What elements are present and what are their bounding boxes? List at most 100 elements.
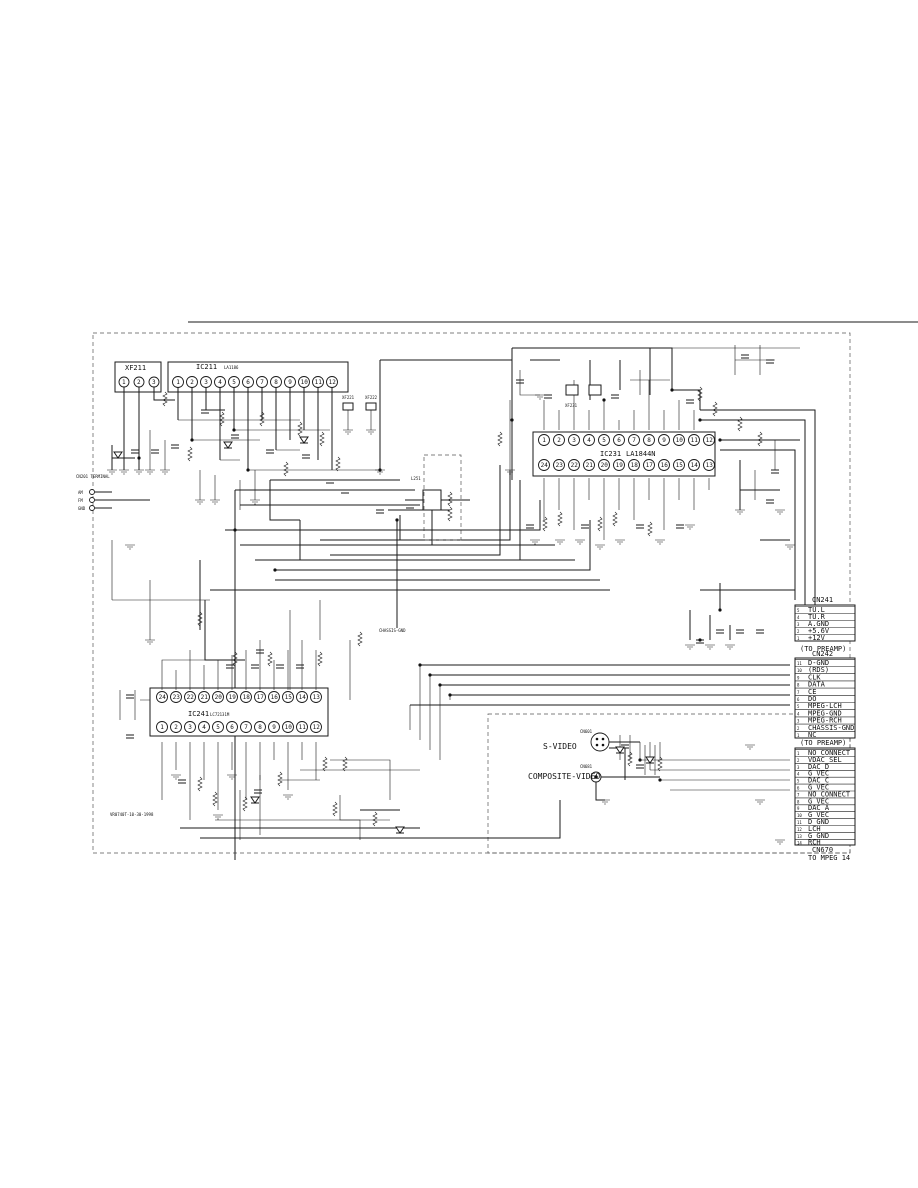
svideo-ref: CN601: [580, 729, 593, 734]
ic-pin-number: 3: [188, 724, 192, 731]
cn242-pin-name: CHASSIS-GND: [808, 724, 854, 732]
ic-pin-number: 22: [571, 462, 579, 469]
resistor: [557, 511, 563, 527]
xf221-label: XF221: [342, 395, 355, 400]
cn241-footer: (TO PREAMP): [800, 645, 846, 653]
junction-dot: [438, 683, 442, 687]
cn670-pin-name: LCH: [808, 825, 821, 833]
cn242-pin-number: 4: [797, 711, 800, 716]
ic-pin-number: 2: [557, 437, 561, 444]
ground-symbol: [145, 639, 155, 645]
ic-pin-number: 11: [299, 724, 307, 731]
ic-pin: [198, 691, 210, 703]
ic-pin: [583, 459, 595, 471]
svg-text:3: 3: [152, 379, 156, 386]
resistor: [332, 801, 338, 817]
ground-symbol: [575, 539, 585, 545]
junction-dot: [718, 438, 722, 442]
cn670-pin-name: NO_CONNECT: [808, 790, 851, 798]
ground-symbol: [775, 839, 785, 845]
ic-pin-number: 17: [257, 694, 265, 701]
junction-dot: [718, 608, 722, 612]
xf231-label: XF231: [565, 403, 578, 408]
ic211-wiring: XF221 XF222: [111, 359, 521, 860]
board-outline: [92, 332, 851, 854]
ic-pin: [226, 721, 238, 733]
ic-pin: [268, 691, 280, 703]
ic-pin-number: 5: [602, 437, 606, 444]
cn242-pin-number: 6: [797, 697, 800, 702]
ic-pin: [254, 721, 266, 733]
antenna-pin-am: AM: [78, 490, 83, 495]
xf222-label: XF222: [365, 395, 378, 400]
svg-text:2: 2: [137, 379, 141, 386]
ground-symbol: [595, 544, 605, 550]
cn242-pin-name: DATA: [808, 681, 826, 689]
ic-pin-number: 9: [272, 724, 276, 731]
ic-pin: [673, 434, 685, 446]
ic-pin-number: 13: [706, 462, 714, 469]
passive-components: [107, 354, 795, 845]
ic-pin-number: 18: [631, 462, 639, 469]
cn241-pin-name: +12V: [808, 634, 826, 642]
cn242-title: CN242: [812, 650, 833, 658]
diode: [615, 746, 625, 754]
junction-dot: [448, 693, 452, 697]
ic-pin-number: 16: [661, 462, 669, 469]
junction-dot: [190, 438, 194, 442]
ic-pin-number: 17: [646, 462, 654, 469]
cn670-pin-name: G_GND: [808, 832, 829, 840]
ic-pin-number: 1: [160, 724, 164, 731]
ground-symbol: [745, 744, 755, 750]
ic-pin-number: 24: [541, 462, 549, 469]
ic-pin-number: 24: [159, 694, 167, 701]
cn242-pin-name: MPEG-LCH: [808, 702, 842, 710]
cn242-pin-number: 3: [797, 719, 800, 724]
ground-symbol: [210, 499, 220, 505]
cn670-pin-name: D_GND: [808, 818, 829, 826]
junction-dot: [378, 468, 382, 472]
ic-pin-number: 10: [301, 379, 309, 386]
ic241-part: LC72131M: [210, 712, 230, 717]
cn241-pin-name: TU.R: [808, 613, 826, 621]
cn670-pin-number: 10: [797, 813, 802, 818]
cn242-pin-number: 1: [797, 733, 800, 738]
ground-symbol: [134, 469, 144, 475]
ic-pin-number: 15: [676, 462, 684, 469]
revision-note: VR0740T-10-30-1998: [110, 812, 154, 817]
ic-pin: [613, 459, 625, 471]
ic-pin-number: 12: [329, 379, 337, 386]
resistor: [187, 446, 193, 462]
ic211-part: LA1186: [224, 365, 239, 370]
ic-pin-number: 3: [572, 437, 576, 444]
ic211-label: IC211: [196, 363, 217, 371]
ic-pin-number: 9: [288, 379, 292, 386]
resistor: [283, 461, 289, 477]
ic-pin: [254, 691, 266, 703]
cn241-pin-name: A.GND: [808, 620, 829, 628]
diode: [250, 796, 260, 804]
ic-pin-number: 23: [556, 462, 564, 469]
l251-label: L251: [411, 476, 421, 481]
ic-pin: [658, 459, 670, 471]
bus-wiring: [111, 500, 795, 840]
ic-pin-number: 2: [174, 724, 178, 731]
ic-pin-number: 1: [542, 437, 546, 444]
junction-dot: [395, 518, 399, 522]
resistor: [612, 511, 618, 527]
ic-pin-number: 14: [691, 462, 699, 469]
ic-pin-number: 7: [260, 379, 264, 386]
l251-cluster: L251 CHASSIS-GND: [379, 454, 520, 633]
chassis-label: CHASSIS-GND: [379, 628, 406, 633]
ic-pin: [268, 721, 280, 733]
ic-pin: [240, 691, 252, 703]
ground-symbol: [195, 499, 205, 505]
cn670-pin-number: 2: [797, 758, 800, 763]
cn242-pin-number: 2: [797, 726, 800, 731]
cn242-pin-name: CLK: [808, 673, 821, 681]
cn242-pin-name: D-GND: [808, 659, 829, 667]
ground-symbol: [283, 794, 293, 800]
